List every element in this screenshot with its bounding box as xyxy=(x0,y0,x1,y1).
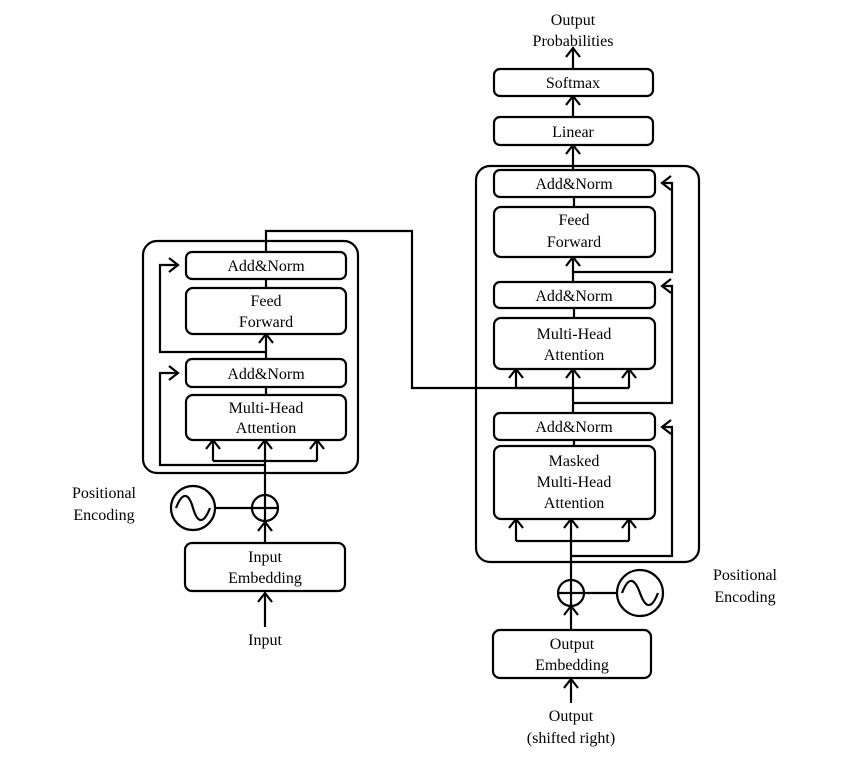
input-embedding-label-line1: Input xyxy=(248,549,282,566)
decoder-add-circle-icon xyxy=(556,578,586,608)
softmax-label: Softmax xyxy=(546,75,600,92)
encoder-attention-label-line2: Attention xyxy=(236,420,296,437)
encoder-add-norm-2-label: Add&Norm xyxy=(227,258,305,275)
decoder-output-label-line1: Output xyxy=(549,708,594,725)
decoder-add-norm-3-block: Add&Norm xyxy=(492,168,657,199)
encoder-positional-encoding-label-line1: Positional xyxy=(72,485,137,502)
encoder-add-norm-1-label: Add&Norm xyxy=(227,366,305,383)
encoder-multi-head-attention-block: Multi-Head Attention xyxy=(184,393,348,442)
encoder-stack-frame xyxy=(141,239,360,475)
decoder-feed-forward-label-line2: Forward xyxy=(547,234,601,251)
decoder-add-norm-2-block: Add&Norm xyxy=(492,280,657,310)
decoder-multi-head-attention-block: Multi-Head Attention xyxy=(492,316,657,371)
encoder-add-norm-1-block: Add&Norm xyxy=(184,357,348,389)
softmax-block: Softmax xyxy=(492,67,655,98)
masked-attention-label-line1: Masked xyxy=(549,453,600,470)
decoder-add-norm-1-block: Add&Norm xyxy=(492,411,657,442)
encoder-add-norm-2-block: Add&Norm xyxy=(184,250,348,281)
decoder-add-norm-1-label: Add&Norm xyxy=(535,419,613,436)
decoder-attention-label-line2: Attention xyxy=(544,347,604,364)
masked-attention-label-line2: Multi-Head xyxy=(537,474,612,491)
decoder-stack-frame xyxy=(474,164,701,564)
encoder-feed-forward-label-line2: Forward xyxy=(239,314,293,331)
encoder-positional-encoding-wave-icon xyxy=(169,484,217,532)
encoder-positional-encoding-label-line2: Encoding xyxy=(73,507,134,524)
decoder-positional-encoding-label-line2: Encoding xyxy=(714,589,775,606)
decoder-positional-encoding-label-line1: Positional xyxy=(713,567,778,584)
decoder-add-norm-3-label: Add&Norm xyxy=(535,176,613,193)
output-embedding-block: Output Embedding xyxy=(491,628,653,680)
encoder-input-label: Input xyxy=(248,632,282,649)
decoder-masked-multi-head-attention-block: Masked Multi-Head Attention xyxy=(492,444,657,521)
linear-label: Linear xyxy=(552,124,594,141)
input-embedding-block: Input Embedding xyxy=(183,541,347,593)
masked-attention-label-line3: Attention xyxy=(544,495,604,512)
linear-block: Linear xyxy=(492,115,655,147)
decoder-add-norm-2-label: Add&Norm xyxy=(535,288,613,305)
encoder-feed-forward-block: Feed Forward xyxy=(184,286,348,336)
encoder-add-circle-icon xyxy=(250,493,280,523)
decoder-feed-forward-block: Feed Forward xyxy=(492,205,657,259)
decoder-positional-encoding-wave-icon xyxy=(615,568,665,618)
output-probabilities-label-line2: Probabilities xyxy=(533,33,614,50)
encoder-attention-label-line1: Multi-Head xyxy=(229,400,304,417)
output-embedding-label-line2: Embedding xyxy=(535,657,609,674)
decoder-output-label-line2: (shifted right) xyxy=(527,730,615,747)
decoder-attention-label-line1: Multi-Head xyxy=(537,326,612,343)
decoder-feed-forward-label-line1: Feed xyxy=(558,212,589,229)
output-probabilities-label-line1: Output xyxy=(551,12,596,29)
encoder-feed-forward-label-line1: Feed xyxy=(250,293,281,310)
encoder-to-decoder-connector xyxy=(264,229,573,390)
output-embedding-label-line1: Output xyxy=(550,636,595,653)
input-embedding-label-line2: Embedding xyxy=(228,570,302,587)
